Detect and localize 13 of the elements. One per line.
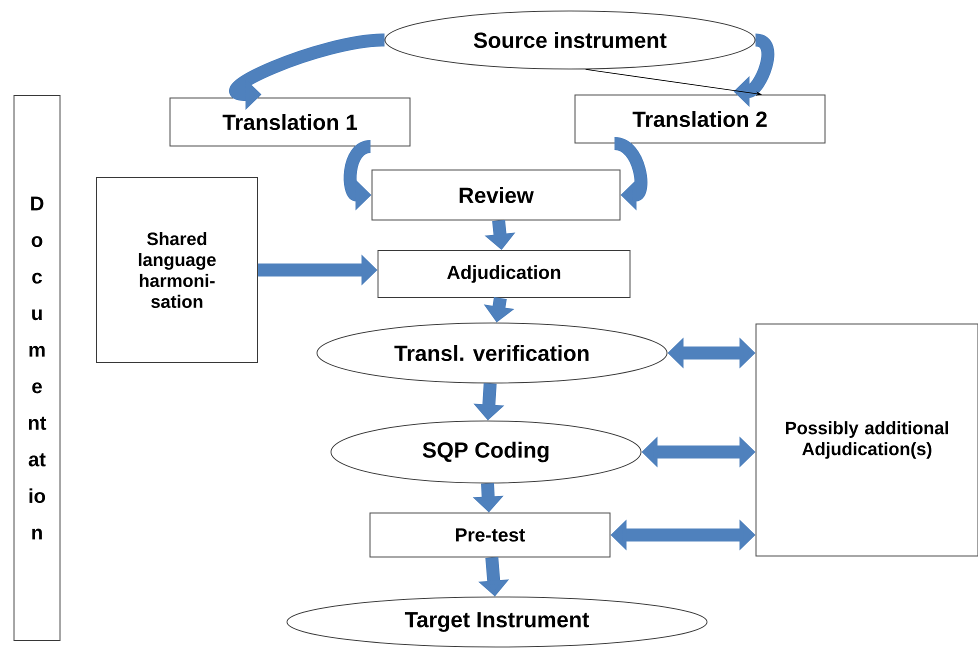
ellipse-node: SQP Coding: [330, 420, 642, 484]
process-box: Adjudication: [378, 250, 630, 298]
vertical-label-box: Documentation: [14, 95, 60, 641]
process-box: Translation 1: [170, 98, 410, 146]
ellipse-node: Transl. verification: [316, 322, 668, 384]
process-box: Shared language harmoni-sation: [96, 177, 258, 363]
process-box: Translation 2: [574, 94, 826, 144]
process-box: Pre-test: [370, 512, 610, 558]
process-box: Possibly additional Adjudication(s): [756, 324, 978, 556]
process-box: Review: [372, 170, 620, 220]
ellipse-node: Source instrument: [384, 10, 756, 70]
arrow: [613, 137, 648, 210]
ellipse-node: Target Instrument: [286, 596, 708, 648]
